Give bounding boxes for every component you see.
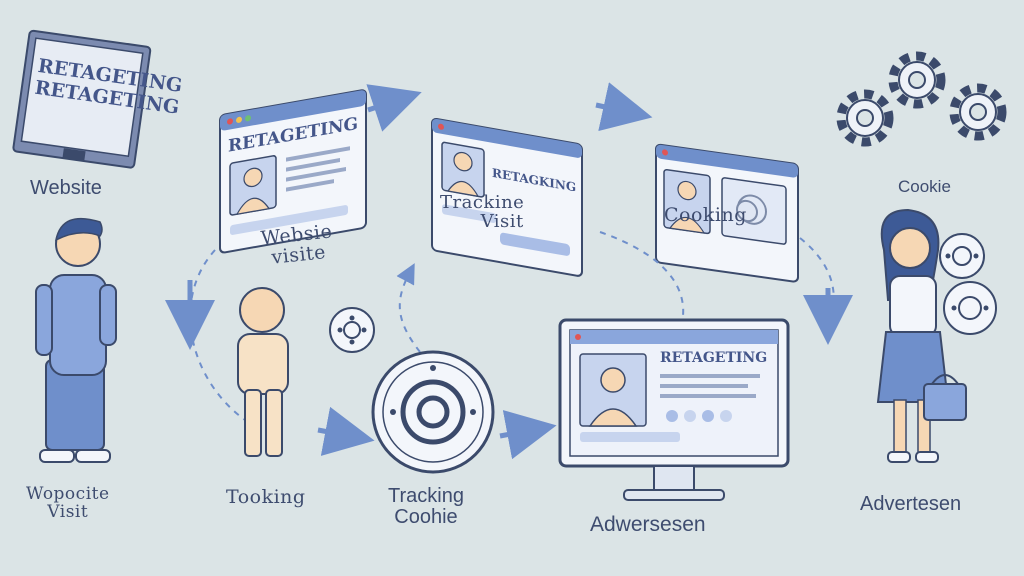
label-tracking-cookie-line2: Coohie <box>394 506 458 528</box>
woman-cookie-icon-2 <box>943 281 997 335</box>
label-website-top: Website <box>30 177 102 199</box>
label-tracking-cookie: Tracking Coohie <box>388 486 464 528</box>
label-person-left: Wopocite Visit <box>26 484 110 522</box>
woman-cookie-icon-1 <box>939 233 985 279</box>
label-tracking-cookie-line1: Tracking <box>388 485 464 507</box>
flow-curve-middle <box>599 231 685 331</box>
arrow-icon-6 <box>499 410 557 460</box>
label-website-visit: Websie visite <box>260 220 335 269</box>
label-tracking-top-line1: Trackine <box>440 192 525 213</box>
flow-curve-loop <box>396 263 421 353</box>
label-tracking-top: Trackine Visit <box>440 192 525 232</box>
label-cooking-top: Cooking <box>664 204 747 226</box>
screen-title: RETAGETING <box>660 350 767 366</box>
label-person-left-line2: Visit <box>47 501 89 522</box>
arrow-icon-1 <box>366 84 422 132</box>
label-advertising-right: Advertesen <box>860 493 962 515</box>
advertising-monitor-icon: RETAGETING <box>558 318 790 501</box>
label-tooking: Tooking <box>226 486 306 508</box>
label-cookie-top: Cookie <box>898 177 951 196</box>
faceless-person-icon <box>237 287 289 457</box>
cookie-browser-card <box>655 143 799 283</box>
arrow-icon-2 <box>595 82 653 132</box>
retargeting-monitor-icon: RETAGETING RETAGETING <box>12 29 184 169</box>
small-cookie-icon <box>329 307 375 353</box>
arrow-icon-5 <box>317 406 375 456</box>
label-advertising-center: Adwersesen <box>590 513 706 536</box>
label-tracking-top-line2: Visit <box>480 210 524 232</box>
flow-curve-left <box>189 249 246 421</box>
retargeting-browser-card: RETAGETING <box>219 89 367 254</box>
visitor-man-person-icon <box>35 217 117 463</box>
tracking-browser-card: RETAGKING <box>431 117 583 277</box>
label-person-left-line1: Wopocite <box>26 484 110 504</box>
gear-icon-group <box>836 51 1007 147</box>
tracking-cookie-icon <box>371 350 495 474</box>
woman-person-icon <box>876 208 967 463</box>
